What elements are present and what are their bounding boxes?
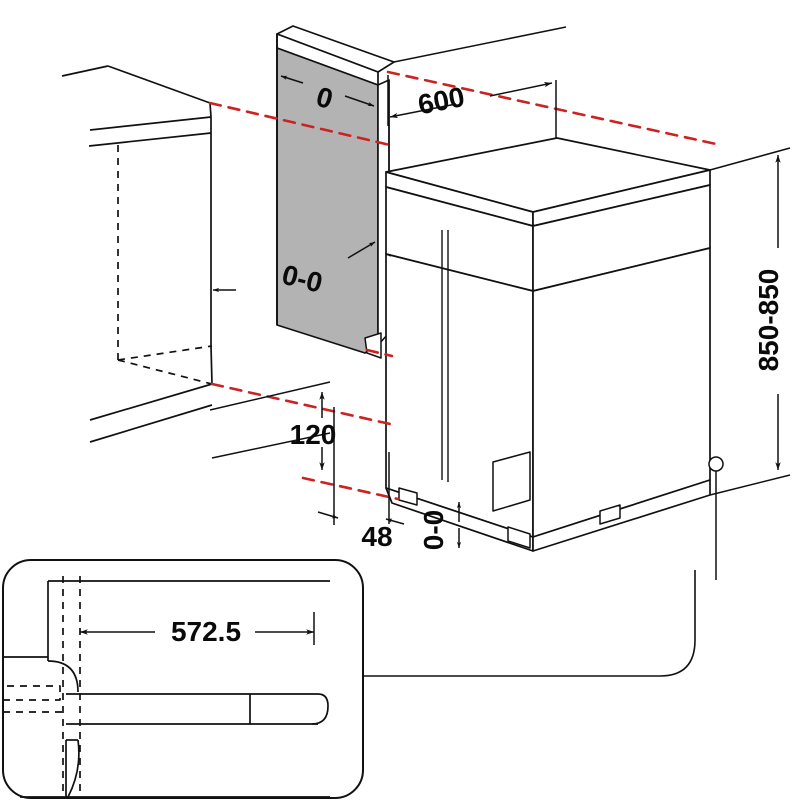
dim120-ext-upper [209, 381, 331, 411]
alignment-line-lower-left [210, 382, 392, 426]
dimension-120-label: 120 [290, 419, 337, 450]
kick-plate-panel [492, 451, 531, 512]
cabinet-worktop-front-tick [209, 102, 212, 118]
detail-box-contents [3, 576, 330, 798]
cabinet-base-bottom [89, 404, 213, 443]
kick-panel-bracket [492, 451, 531, 512]
dimension-120 [209, 381, 331, 471]
dim48-arrow-right [385, 518, 405, 525]
dim0-arrow-right [344, 95, 375, 107]
detail-hinge-curve [47, 660, 79, 693]
cabinet-shelf-bottom [88, 132, 212, 147]
dim0-arrow-left [280, 75, 304, 84]
detail-leader-line [363, 570, 696, 677]
dim600-upper-guide [393, 26, 567, 63]
dim600-arrow-right [489, 81, 553, 97]
detail-plinth-curve [67, 739, 80, 798]
alignment-lines [208, 70, 718, 501]
dim850-ext-top [709, 147, 791, 171]
detail-door-corner-b [311, 705, 329, 725]
foot-front-center [507, 526, 531, 549]
dim48-arrow-left [317, 511, 339, 519]
dimension-0-0-panel [347, 241, 376, 259]
alignment-line-panel-base [365, 348, 394, 358]
detail-hidden-lines [3, 576, 81, 797]
cabinet-front-lower-edge [210, 345, 213, 385]
detail-inset-view: 572.5 [2, 559, 364, 799]
cabinet-base-top [89, 383, 213, 421]
dimension-600 [387, 26, 567, 138]
cabinet-hidden-diagonal [117, 359, 213, 385]
dimension-48-label: 48 [361, 521, 392, 552]
foot-rear-right [599, 504, 621, 525]
dim850-ext-bottom [709, 474, 791, 496]
appliance-detail-lines [385, 230, 449, 482]
dimension-850 [709, 147, 791, 496]
dim600-arrow-left [389, 103, 457, 119]
kitchen-cabinet [61, 65, 236, 443]
appliance-corner-tick [385, 253, 392, 257]
cabinet-hidden-base-line [117, 345, 213, 361]
detail-box-frame [2, 559, 364, 799]
dim00-arrow-right [347, 241, 376, 259]
dimension-850-label: 850-850 [753, 269, 784, 372]
dimension-48 [317, 407, 405, 525]
alignment-line-lower-right [301, 476, 400, 501]
foot-front-left [398, 487, 418, 506]
dimension-0-0-base-label: 0-0 [418, 510, 449, 550]
cabinet-worktop-edge-a [61, 65, 109, 77]
detail-door-corner-a [317, 693, 329, 707]
dim120-ext-lower [211, 432, 331, 459]
leveling-knob-icon [708, 456, 724, 472]
dimension-0-top [280, 75, 375, 107]
leveling-rod [708, 456, 724, 580]
dimension-572-5 [79, 612, 315, 645]
alignment-line-upper-right [386, 70, 718, 146]
alignment-line-upper-left [208, 101, 392, 147]
dishwasher-body [385, 137, 711, 552]
cabinet-worktop-edge-b [107, 65, 211, 104]
cabinet-shelf-top [89, 116, 212, 131]
detail-leader-path [363, 570, 696, 677]
appliance-feet [398, 487, 621, 549]
dimension-572-5-label: 572.5 [171, 616, 241, 647]
detail-hidden-pocket-top [3, 685, 61, 701]
